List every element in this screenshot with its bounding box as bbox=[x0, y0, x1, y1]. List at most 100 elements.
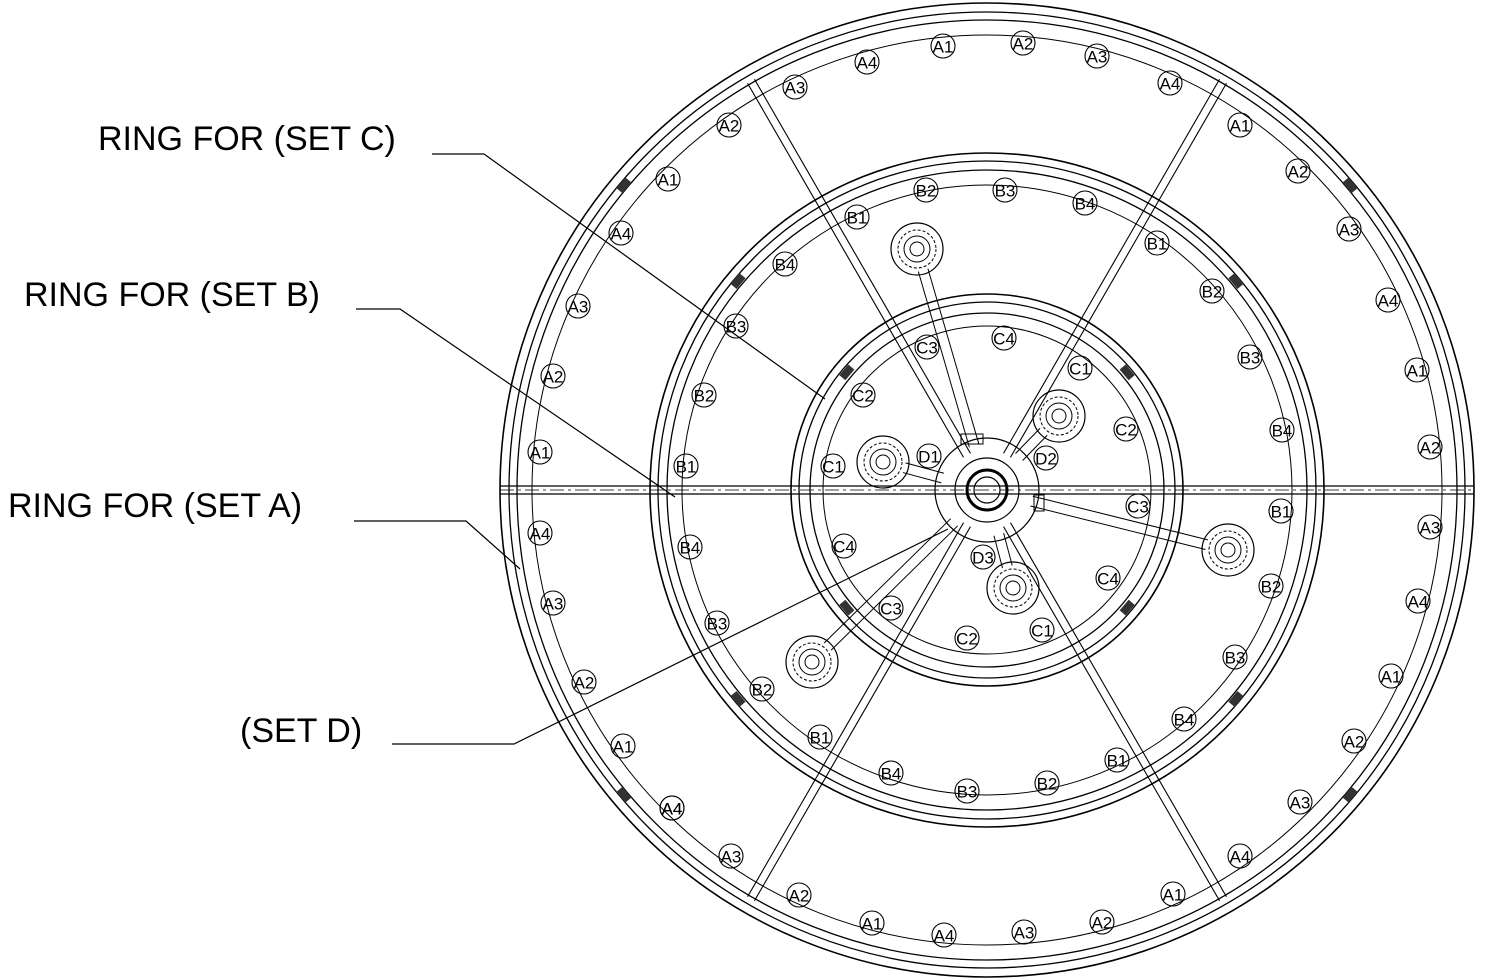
position-tag: A4 bbox=[1405, 588, 1431, 614]
tag-circle bbox=[1029, 617, 1055, 643]
tag-label: C4 bbox=[833, 538, 855, 557]
tag-label: C4 bbox=[993, 330, 1015, 349]
tag-label: B4 bbox=[881, 765, 902, 784]
tag-circle bbox=[1269, 417, 1295, 443]
tag-label: A3 bbox=[543, 595, 564, 614]
spokes bbox=[747, 78, 1227, 902]
position-tag: B1 bbox=[844, 204, 870, 230]
position-tag: C4 bbox=[1095, 565, 1121, 591]
position-tag: B3 bbox=[704, 610, 730, 636]
tag-circle bbox=[1405, 588, 1431, 614]
position-tag: A4 bbox=[854, 49, 880, 75]
tag-label: A1 bbox=[613, 738, 634, 757]
tag-circle bbox=[954, 778, 980, 804]
callout-leaders bbox=[354, 153, 949, 745]
tag-label: A1 bbox=[530, 444, 551, 463]
ring-bracket bbox=[730, 690, 746, 707]
tag-label: A2 bbox=[1092, 914, 1113, 933]
set-d-mid bbox=[798, 648, 826, 676]
tag-circle bbox=[1157, 70, 1183, 96]
position-tag: A4 bbox=[1157, 70, 1183, 96]
position-tag: A3 bbox=[1084, 43, 1110, 69]
position-tag: A1 bbox=[1404, 357, 1430, 383]
tag-circle bbox=[527, 439, 553, 465]
tag-label: B2 bbox=[694, 387, 715, 406]
tag-circle bbox=[820, 453, 846, 479]
tag-label: B3 bbox=[707, 615, 728, 634]
tag-label: D2 bbox=[1035, 450, 1057, 469]
tag-circle bbox=[718, 843, 744, 869]
tag-circle bbox=[1375, 287, 1401, 313]
position-tag: A2 bbox=[1417, 434, 1443, 460]
tag-label: A4 bbox=[662, 800, 683, 819]
position-tag: C3 bbox=[878, 595, 904, 621]
tag-label: A4 bbox=[1408, 593, 1429, 612]
set-d-arm bbox=[993, 535, 1004, 569]
tag-label: B2 bbox=[916, 182, 937, 201]
tag-label: B3 bbox=[957, 783, 978, 802]
tag-circle bbox=[749, 676, 775, 702]
position-tag: A3 bbox=[540, 590, 566, 616]
tag-label: A2 bbox=[789, 887, 810, 906]
tag-label: A3 bbox=[1420, 519, 1441, 538]
tag-circle bbox=[1034, 770, 1060, 796]
set-d-arm bbox=[927, 268, 980, 445]
tag-label: A2 bbox=[1420, 439, 1441, 458]
tag-label: B3 bbox=[726, 318, 747, 337]
tag-label: A4 bbox=[530, 525, 551, 544]
tag-label: B1 bbox=[1107, 752, 1128, 771]
tag-label: B3 bbox=[995, 182, 1016, 201]
tag-circle bbox=[916, 443, 942, 469]
position-tag: A2 bbox=[571, 669, 597, 695]
tag-label: C1 bbox=[1069, 360, 1091, 379]
position-tag: A3 bbox=[782, 74, 808, 100]
tag-circle bbox=[1084, 43, 1110, 69]
tag-label: C3 bbox=[916, 339, 938, 358]
center-diameter-line bbox=[500, 485, 1474, 495]
tag-label: C4 bbox=[1097, 570, 1119, 589]
tag-circle bbox=[610, 733, 636, 759]
tag-label: B2 bbox=[752, 681, 773, 700]
tag-circle bbox=[565, 293, 591, 319]
tag-circle bbox=[1258, 573, 1284, 599]
set-d-arm bbox=[1015, 427, 1041, 454]
set-d-core bbox=[1051, 408, 1067, 424]
tag-label: B3 bbox=[1225, 649, 1246, 668]
position-tag: A3 bbox=[1011, 919, 1037, 945]
position-tag: D3 bbox=[970, 544, 996, 570]
set-d-mid bbox=[869, 448, 897, 476]
position-tag: C2 bbox=[954, 625, 980, 651]
tag-label: A1 bbox=[1230, 117, 1251, 136]
ring-bracket bbox=[1342, 786, 1358, 803]
tag-circle bbox=[1268, 498, 1294, 524]
position-tag: A4 bbox=[1375, 287, 1401, 313]
tag-circle bbox=[540, 363, 566, 389]
tag-label: A2 bbox=[1013, 35, 1034, 54]
position-tag: A3 bbox=[718, 843, 744, 869]
position-tag: B1 bbox=[673, 453, 699, 479]
set-d-core bbox=[875, 454, 891, 470]
position-tag: B4 bbox=[1171, 706, 1197, 732]
position-tag: A3 bbox=[1417, 514, 1443, 540]
tag-circle bbox=[1104, 747, 1130, 773]
position-tag: C4 bbox=[831, 533, 857, 559]
tag-label: B4 bbox=[1075, 195, 1096, 214]
position-tag: A1 bbox=[1227, 112, 1253, 138]
tag-label: A1 bbox=[933, 38, 954, 57]
tag-label: A2 bbox=[543, 368, 564, 387]
tag-label: C2 bbox=[852, 387, 874, 406]
tag-label: A3 bbox=[1014, 924, 1035, 943]
spoke-line bbox=[753, 526, 971, 902]
tag-label: A1 bbox=[1163, 886, 1184, 905]
tag-circle bbox=[1033, 445, 1059, 471]
position-tag: A2 bbox=[1285, 158, 1311, 184]
tag-label: A3 bbox=[1290, 794, 1311, 813]
tag-circle bbox=[1011, 919, 1037, 945]
position-tag: A2 bbox=[1089, 909, 1115, 935]
tag-circle bbox=[1227, 112, 1253, 138]
position-tag: D2 bbox=[1033, 445, 1059, 471]
position-tag: B2 bbox=[1258, 573, 1284, 599]
tag-circle bbox=[914, 334, 940, 360]
callout-set-d: (SET D) bbox=[240, 712, 362, 750]
